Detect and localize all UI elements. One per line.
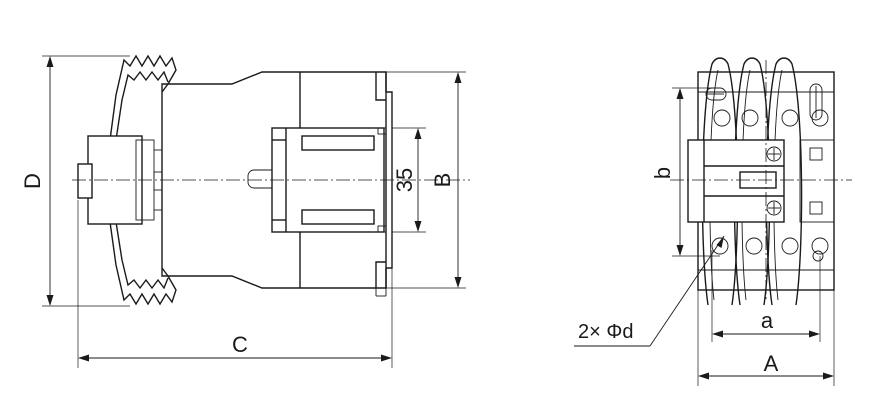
dim-b-small: b [650,87,720,257]
dim-a-large: A [697,290,835,386]
hole-callout: 2× Φd [574,235,725,347]
dim-a-small: a [711,250,821,342]
dim-d: D [20,55,130,307]
dim-c-label: C [232,332,248,357]
side-view: D B 35 C [20,54,470,368]
dim-a-small-label: a [761,308,774,333]
dim-b: B [386,71,466,289]
dim-a-large-label: A [764,351,779,376]
dim-d-label: D [20,173,45,189]
front-bottom-terminals [711,237,829,262]
dim-b-label: B [430,173,455,188]
dim-35-label: 35 [392,168,417,192]
dim-b-small-label: b [650,167,675,179]
side-flange [109,54,177,306]
front-contact-block [687,139,835,223]
front-view: b a A 2× Φd [574,57,852,386]
dim-c: C [77,200,393,368]
dim-35: 35 [392,127,426,233]
front-top-terminals [705,83,829,127]
hole-callout-label: 2× Φd [578,321,633,343]
